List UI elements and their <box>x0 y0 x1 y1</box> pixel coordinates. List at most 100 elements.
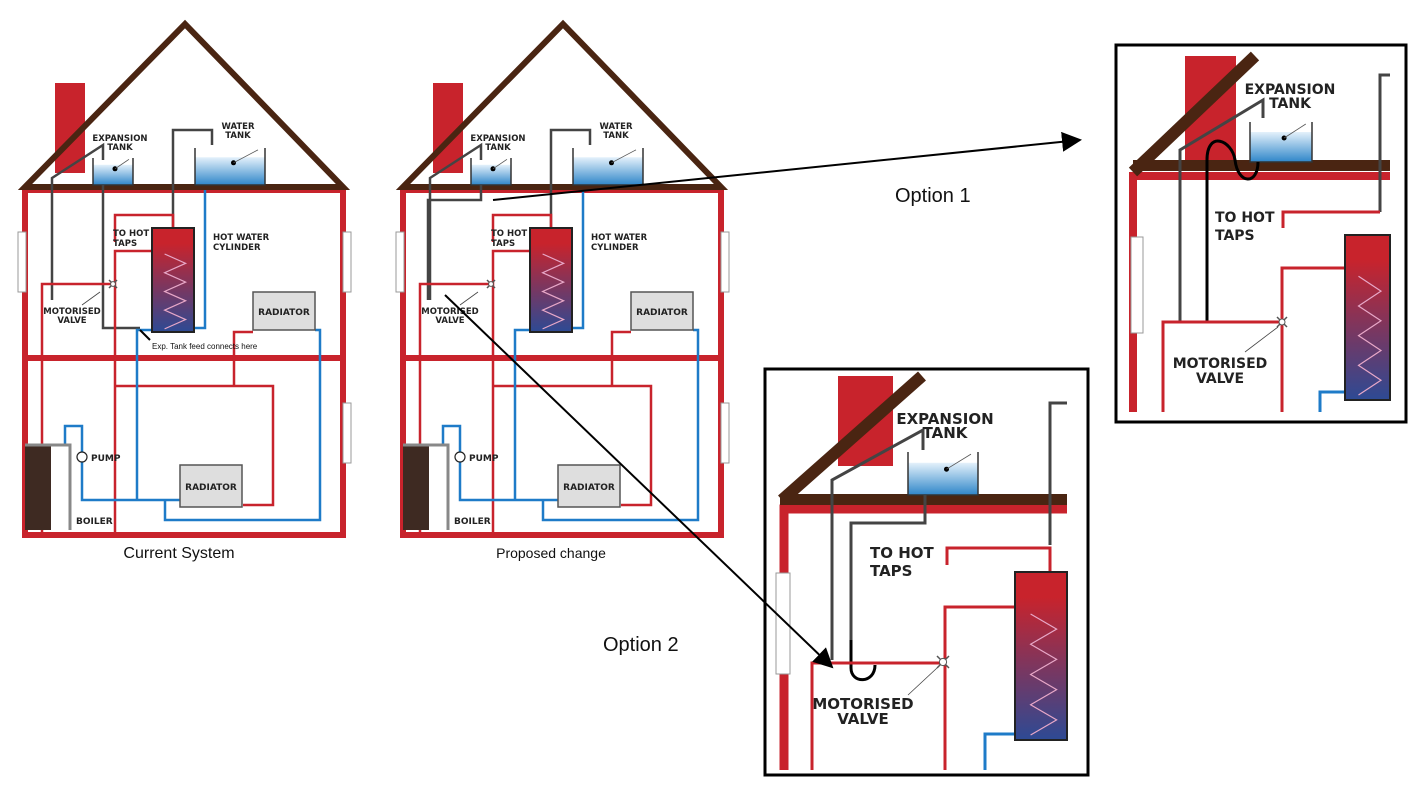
vent-pipe <box>50 142 105 300</box>
tank-outline <box>907 452 979 496</box>
roof <box>1128 51 1260 177</box>
float-arm <box>1283 123 1307 139</box>
boiler <box>403 445 429 530</box>
expansion-tank <box>1249 122 1313 163</box>
arrow-option2 <box>444 294 834 669</box>
water-tank <box>194 148 266 186</box>
boiler-label: BOILER <box>76 517 113 527</box>
pump-icon <box>76 451 88 463</box>
radiator-upper-label: RADIATOR <box>636 308 688 318</box>
roof <box>17 19 351 190</box>
expansion-tank-label: TANK <box>107 143 133 153</box>
note-label: Exp. Tank feed connects here <box>152 342 258 351</box>
boiler-label: BOILER <box>454 517 491 527</box>
radiator-lower-label: RADIATOR <box>185 483 237 493</box>
hot-water-cylinder <box>151 227 195 333</box>
tank-outline <box>194 148 266 186</box>
option2-label: Option 2 <box>603 634 679 656</box>
roof <box>395 19 729 190</box>
hot-taps-pipe <box>945 546 1052 572</box>
water-tank <box>572 148 644 186</box>
expansion-feed-pipe <box>426 185 483 300</box>
cylinder-body <box>151 227 195 333</box>
float-arm <box>492 159 508 170</box>
motorised-valve-label: VALVE <box>57 316 86 326</box>
tank-outline <box>572 148 644 186</box>
valve-body <box>110 281 116 287</box>
radiator-return-pipe <box>541 328 700 522</box>
return-pipe <box>63 328 180 502</box>
window <box>775 572 791 675</box>
water-tank-label: TANK <box>225 131 251 141</box>
window <box>342 402 352 464</box>
hot-taps-pipe <box>1281 210 1380 228</box>
radiator-lower-label: RADIATOR <box>563 483 615 493</box>
water-tank-label: WATER <box>221 122 255 132</box>
primary-flow-pipe <box>40 249 152 535</box>
vent-pipe <box>428 142 483 300</box>
cylinder-body <box>1344 234 1391 401</box>
s-bend-feed-pipe <box>1205 139 1260 322</box>
to-hot-taps-label: TO HOT <box>113 229 149 239</box>
radiator-return-pipe <box>163 328 322 522</box>
motorised-valve-label: MOTORISED <box>812 695 913 713</box>
pump-label: PUMP <box>91 454 121 464</box>
cold-feed-pipe <box>171 128 214 230</box>
cylinder-body <box>1014 571 1068 741</box>
cold-return-pipe <box>194 190 207 330</box>
outer-wall <box>779 504 1067 770</box>
valve-pipe <box>1161 320 1282 412</box>
cold-feed-pipe <box>1048 401 1067 545</box>
inset-frame <box>1114 43 1408 424</box>
water-fill <box>195 157 265 185</box>
expansion-tank-label: TANK <box>485 143 511 153</box>
water-fill <box>471 164 511 185</box>
radiator-upper <box>630 291 694 331</box>
roof <box>778 371 926 505</box>
window <box>720 402 730 464</box>
valve-body <box>938 657 948 667</box>
expansion-tank-label: EXPANSION <box>896 410 993 428</box>
hot-taps-pipe <box>113 213 175 242</box>
cylinder-label: CYLINDER <box>591 243 639 253</box>
return-pipe <box>441 328 558 502</box>
pump-label: PUMP <box>469 454 499 464</box>
motorised-valve-icon <box>936 655 950 669</box>
vent-pipe <box>1178 97 1265 322</box>
coil-icon <box>1357 275 1383 396</box>
valve-body <box>1278 318 1286 326</box>
motorised-valve-label: MOTORISED <box>43 307 100 317</box>
radiator-flow-pipe <box>493 330 653 507</box>
radiator-lower <box>179 464 243 508</box>
caption: Current System <box>123 545 234 562</box>
expansion-tank <box>92 158 134 186</box>
valve-leader <box>907 667 938 696</box>
motorised-valve-label: MOTORISED <box>421 307 478 317</box>
expansion-tank-label: EXPANSION <box>1245 82 1336 98</box>
window <box>1130 236 1144 334</box>
hot-water-cylinder <box>1344 234 1391 401</box>
boiler-flue <box>25 443 72 530</box>
primary-flow-pipe <box>1280 266 1345 412</box>
motorised-valve-icon <box>1276 316 1288 328</box>
coil-icon <box>1029 613 1058 736</box>
coil-icon <box>163 253 188 330</box>
tank-outline <box>92 158 134 186</box>
radiator-upper <box>252 291 316 331</box>
coil-icon <box>541 253 566 330</box>
tank-outline <box>470 158 512 186</box>
valve-leader <box>81 291 101 306</box>
water-tank-label: WATER <box>599 122 633 132</box>
window <box>17 231 27 293</box>
water-tank-label: TANK <box>603 131 629 141</box>
expansion-tank-label: EXPANSION <box>470 134 525 144</box>
primary-flow-pipe <box>943 605 1015 770</box>
cylinder-label: CYLINDER <box>213 243 261 253</box>
cylinder-body <box>529 227 573 333</box>
to-hot-taps-label: TO HOT <box>491 229 527 239</box>
water-fill <box>573 157 643 185</box>
cylinder-label: HOT WATER <box>213 233 270 243</box>
